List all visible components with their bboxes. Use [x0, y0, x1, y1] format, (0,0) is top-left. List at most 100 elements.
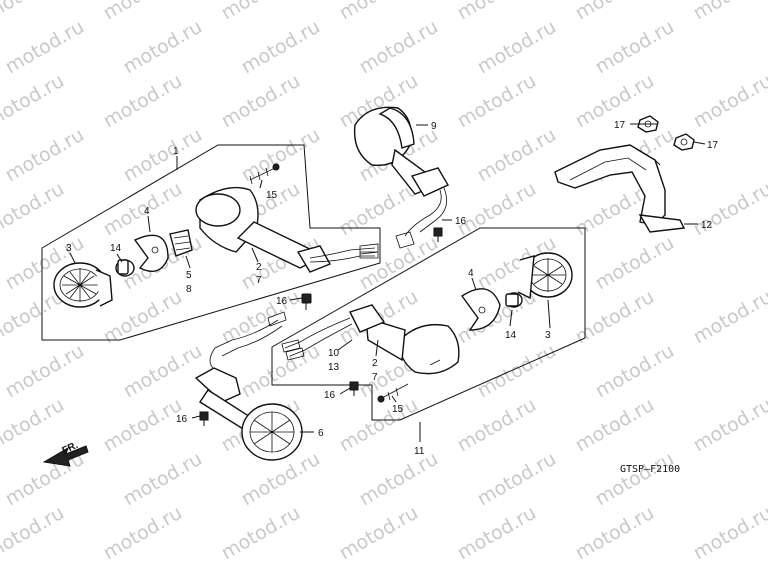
left-housing-socket-5 — [169, 229, 193, 257]
watermark-text: motod.ru — [238, 340, 324, 403]
watermark-text: motod.ru — [336, 0, 422, 24]
nut-17-right — [673, 133, 695, 151]
callout-6: 6 — [318, 428, 324, 439]
right-rear-lens-3 — [517, 252, 573, 300]
watermark-text: motod.ru — [690, 502, 768, 565]
watermark-text: motod.ru — [690, 394, 768, 457]
callout-17-right: 17 — [707, 140, 719, 151]
callout-3-left: 3 — [66, 243, 72, 254]
watermark-text: motod.ru — [100, 394, 186, 457]
watermark-text: motod.ru — [0, 70, 68, 133]
right-bulb-14 — [505, 292, 523, 308]
watermark-text: motod.ru — [100, 502, 186, 565]
watermark-text: motod.ru — [592, 448, 678, 511]
watermark-text: motod.ru — [336, 502, 422, 565]
watermark-text: motod.ru — [100, 70, 186, 133]
callout-3-right: 3 — [545, 330, 551, 341]
watermark-text: motod.ru — [120, 340, 206, 403]
watermark-text: motod.ru — [454, 394, 540, 457]
watermark-text: motod.ru — [592, 340, 678, 403]
watermark-text: motod.ru — [218, 502, 304, 565]
watermark-text: motod.ru — [0, 394, 68, 457]
callout-16-upper: 16 — [455, 216, 467, 227]
bolt-16-upper — [433, 227, 443, 242]
watermark-text: motod.ru — [690, 286, 768, 349]
watermark-text: motod.ru — [238, 16, 324, 79]
callout-4-left: 4 — [144, 206, 150, 217]
watermark-text: motod.ru — [2, 16, 88, 79]
watermark-text: motod.ru — [0, 502, 68, 565]
watermark-text: motod.ru — [592, 16, 678, 79]
right-rear-housing-2 — [281, 304, 460, 375]
watermark-text: motod.ru — [454, 502, 540, 565]
watermark-text: motod.ru — [690, 0, 768, 24]
callout-15-right: 15 — [392, 404, 404, 415]
watermark-text: motod.ru — [0, 178, 68, 241]
watermark-text: motod.ru — [100, 286, 186, 349]
callout-13: 13 — [328, 362, 340, 373]
front-direction-arrow-icon — [42, 445, 89, 467]
callout-16-left: 16 — [276, 296, 288, 307]
callout-14-right: 14 — [505, 330, 517, 341]
callout-2-left: 2 — [256, 262, 262, 273]
screw-15-lower — [377, 383, 409, 403]
callout-14-left: 14 — [110, 243, 122, 254]
watermark-text: motod.ru — [2, 124, 88, 187]
left-bolt-16 — [301, 293, 312, 310]
watermark-text: motod.ru — [218, 0, 304, 24]
callout-16-mid: 16 — [324, 390, 336, 401]
watermark-text: motod.ru — [100, 0, 186, 24]
watermark-text: motod.ru — [120, 448, 206, 511]
watermark-text: motod.ru — [592, 232, 678, 295]
bolt-16-lower — [199, 411, 209, 426]
bolt-16-mid — [349, 381, 359, 396]
watermark-text: motod.ru — [454, 178, 540, 241]
watermark-text: motod.ru — [336, 394, 422, 457]
watermark-text: motod.ru — [454, 0, 540, 24]
watermark-text: motod.ru — [454, 70, 540, 133]
watermark-text: motod.ru — [356, 232, 442, 295]
group-outline-1 — [41, 144, 381, 341]
callout-12: 12 — [701, 220, 713, 231]
front-right-signal-9 — [353, 106, 449, 249]
watermark-text: motod.ru — [474, 448, 560, 511]
callout-10: 10 — [328, 348, 340, 359]
watermark-text: motod.ru — [474, 16, 560, 79]
callout-17-left: 17 — [614, 120, 626, 131]
watermark-text: motod.ru — [356, 16, 442, 79]
watermark-text: motod.ru — [572, 286, 658, 349]
signal-bracket-12 — [554, 144, 686, 233]
watermark-text: motod.ru — [572, 394, 658, 457]
watermark-text: motod.ru — [356, 448, 442, 511]
right-socket-plate-4 — [460, 288, 501, 331]
watermark-text: motod.ru — [120, 16, 206, 79]
front-left-signal-6 — [194, 311, 303, 461]
watermark-text: motod.ru — [474, 340, 560, 403]
callout-11: 11 — [414, 446, 425, 457]
callout-7-right: 7 — [372, 372, 378, 383]
left-turn-signal-lens-3 — [53, 262, 113, 308]
left-rear-housing-2 — [195, 186, 379, 273]
callout-7-left: 7 — [256, 275, 262, 286]
watermark-text: motod.ru — [690, 70, 768, 133]
left-socket-plate-4 — [133, 234, 169, 272]
callout-2-right: 2 — [372, 358, 378, 369]
callout-16-lower: 16 — [176, 414, 188, 425]
watermark-text: motod.ru — [572, 502, 658, 565]
watermark-text: motod.ru — [218, 70, 304, 133]
callout-8: 8 — [186, 284, 192, 295]
callout-4-right: 4 — [468, 268, 474, 279]
callout-1: 1 — [173, 146, 179, 157]
watermark-text: motod.ru — [100, 178, 186, 241]
group-outline-11 — [271, 227, 586, 421]
watermark-text: motod.ru — [0, 0, 68, 24]
left-screw-15 — [249, 163, 280, 185]
callout-15-left: 15 — [266, 190, 278, 201]
callout-5: 5 — [186, 270, 192, 281]
watermark-text: motod.ru — [2, 340, 88, 403]
watermark-text: motod.ru — [474, 124, 560, 187]
leader-lines — [69, 123, 706, 442]
